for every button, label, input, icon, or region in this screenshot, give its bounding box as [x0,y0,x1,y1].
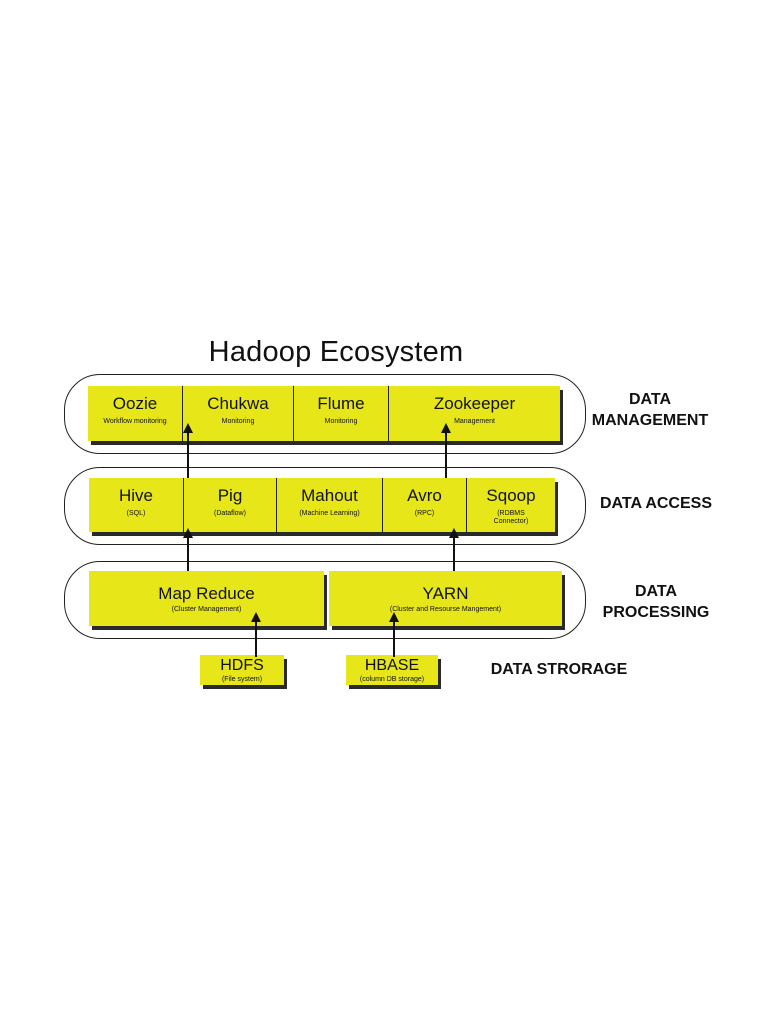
tool-hdfs: HDFS (File system) [200,655,284,685]
tool-desc: Monitoring [324,418,358,425]
tool-desc: (RDBMS Connector) [493,510,529,525]
label-data-storage: DATA STRORAGE [484,659,634,680]
tool-name: YARN [422,584,469,603]
tool-flume: Flume Monitoring [293,386,388,441]
tool-name: HDFS [220,657,264,674]
tool-pig: Pig (Dataflow) [183,478,276,532]
tool-chukwa: Chukwa Monitoring [182,386,293,441]
tool-desc: (Machine Learning) [299,510,360,517]
tool-desc: (Cluster and Resourse Mangement) [389,606,502,613]
tool-cell: Map Reduce (Cluster Management) [89,571,324,626]
tool-name: Avro [407,486,442,505]
label-text: DATA STRORAGE [490,661,628,678]
tool-name: Pig [217,486,243,505]
tool-sqoop: Sqoop (RDBMS Connector) [466,478,555,532]
tool-desc: (RPC) [414,510,435,517]
label-text: DATA PROCESSING [602,583,710,621]
diagram-title: Hadoop Ecosystem [208,336,464,368]
tool-name: Flume [317,394,365,413]
tool-name: Oozie [112,394,158,413]
tool-hbase: HBASE (column DB storage) [346,655,438,685]
tool-cell: HBASE (column DB storage) [346,655,438,685]
label-text: DATA ACCESS [600,495,712,512]
tool-name: Chukwa [207,394,269,413]
tool-name: Map Reduce [158,584,255,603]
tool-desc: (Cluster Management) [171,606,242,613]
tool-mapreduce: Map Reduce (Cluster Management) [89,571,324,626]
tool-name: Hive [118,486,153,505]
access-block: Hive (SQL) Pig (Dataflow) Mahout (Machin… [89,478,555,532]
tool-desc: (Dataflow) [214,510,246,517]
tool-desc: Management [454,418,495,425]
tool-name: HBASE [364,657,420,674]
label-data-management: DATA MANAGEMENT [588,389,712,431]
label-data-access: DATA ACCESS [592,493,720,514]
tool-zookeeper: Zookeeper Management [388,386,560,441]
tool-avro: Avro (RPC) [382,478,466,532]
tool-name: Sqoop [486,486,536,505]
tool-yarn: YARN (Cluster and Resourse Mangement) [329,571,562,626]
tool-name: Zookeeper [433,394,516,413]
tool-hive: Hive (SQL) [89,478,183,532]
management-block: Oozie Workflow monitoring Chukwa Monitor… [88,386,560,441]
tool-desc: Workflow monitoring [103,418,167,425]
tool-desc: (SQL) [126,510,146,517]
tool-desc: Monitoring [221,418,255,425]
tool-name: Mahout [301,486,358,505]
tool-mahout: Mahout (Machine Learning) [276,478,382,532]
tool-cell: HDFS (File system) [200,655,284,685]
tool-oozie: Oozie Workflow monitoring [88,386,182,441]
tool-desc: (column DB storage) [359,676,425,683]
label-data-processing: DATA PROCESSING [592,581,720,623]
tool-desc: (File system) [221,676,263,683]
label-text: DATA MANAGEMENT [591,391,709,429]
tool-cell: YARN (Cluster and Resourse Mangement) [329,571,562,626]
